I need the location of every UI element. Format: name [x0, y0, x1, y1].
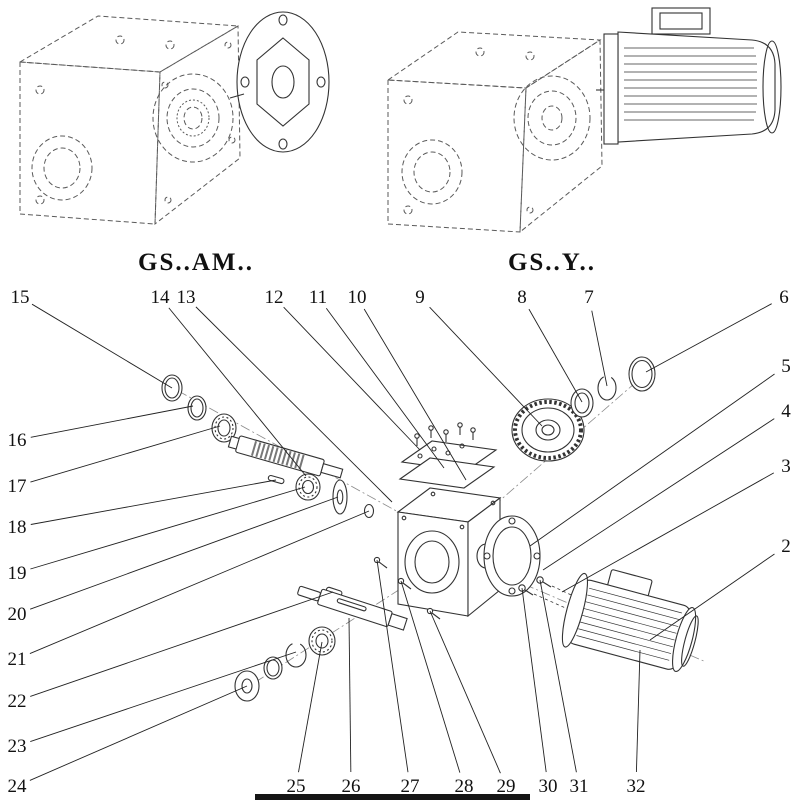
- part-number-8: 8: [517, 287, 527, 308]
- callout-line-3: [561, 472, 775, 593]
- part-number-10: 10: [348, 287, 367, 308]
- gs-am-flange-drawing: [229, 11, 330, 153]
- callout-line-27: [376, 559, 409, 773]
- motor-drawing: [561, 569, 699, 672]
- callout-line-23: [30, 651, 297, 742]
- callout-line-9: [429, 306, 543, 427]
- callout-line-30: [521, 587, 547, 773]
- callout-line-12: [283, 306, 421, 451]
- part-number-13: 13: [177, 287, 196, 308]
- model-label-gs-am: GS..AM..: [138, 249, 254, 276]
- input-bearing: [211, 413, 237, 443]
- callout-line-20: [29, 496, 339, 610]
- part-number-20: 20: [8, 604, 27, 625]
- thrust-disc: [332, 479, 348, 515]
- part-number-11: 11: [309, 287, 327, 308]
- part-number-5: 5: [781, 356, 791, 377]
- gs-y-motor-drawing: [596, 7, 782, 145]
- callout-line-2: [649, 553, 775, 641]
- part-number-3: 3: [781, 456, 791, 477]
- part-number-32: 32: [627, 776, 646, 797]
- cover-gasket: [398, 457, 496, 489]
- gear-wheel: [511, 398, 585, 462]
- cover-screws: [414, 422, 476, 446]
- callout-line-25: [298, 641, 323, 773]
- output-snap-ring: [285, 642, 307, 668]
- gs-y-housing-drawing: [386, 31, 603, 234]
- callout-line-6: [645, 303, 772, 373]
- input-seal-rings: [161, 374, 207, 421]
- part-number-29: 29: [497, 776, 516, 797]
- part-number-15: 15: [11, 287, 30, 308]
- part-number-25: 25: [287, 776, 306, 797]
- gear-washer: [570, 388, 594, 418]
- callout-line-17: [30, 425, 221, 483]
- callout-line-16: [30, 405, 194, 438]
- snap-ring: [597, 375, 617, 401]
- callout-line-22: [30, 591, 334, 697]
- callout-line-21: [29, 510, 370, 654]
- callout-line-31: [539, 579, 577, 773]
- callout-line-19: [30, 486, 306, 570]
- callout-line-32: [635, 649, 641, 773]
- callout-line-26: [348, 617, 352, 773]
- callout-line-7: [591, 310, 608, 387]
- part-number-18: 18: [8, 517, 27, 538]
- part-number-19: 19: [8, 563, 27, 584]
- callout-line-10: [363, 308, 467, 481]
- part-number-12: 12: [265, 287, 284, 308]
- part-number-31: 31: [570, 776, 589, 797]
- callout-line-28: [400, 580, 461, 773]
- input-key-pin: [267, 474, 285, 485]
- callout-line-18: [30, 479, 277, 525]
- part-number-14: 14: [151, 287, 171, 308]
- part-number-22: 22: [8, 691, 27, 712]
- output-flange-ring: [483, 515, 541, 597]
- part-number-21: 21: [8, 649, 27, 670]
- callout-line-5: [529, 373, 775, 547]
- callout-line-14: [168, 307, 307, 477]
- part-number-27: 27: [401, 776, 420, 797]
- worm-shaft: [227, 435, 344, 479]
- part-number-26: 26: [342, 776, 361, 797]
- part-number-4: 4: [781, 401, 791, 422]
- output-seal-ring: [263, 656, 283, 680]
- part-number-24: 24: [8, 776, 28, 797]
- output-bearing: [308, 626, 336, 656]
- callout-line-4: [542, 418, 775, 571]
- mid-bearing: [295, 473, 321, 501]
- model-label-gs-y: GS..Y..: [508, 249, 596, 276]
- callout-line-8: [528, 308, 583, 403]
- part-number-30: 30: [539, 776, 558, 797]
- part-number-17: 17: [8, 476, 27, 497]
- callout-line-13: [195, 306, 393, 503]
- part-number-7: 7: [584, 287, 594, 308]
- end-ring: [628, 356, 656, 392]
- callout-line-24: [29, 685, 248, 781]
- callout-line-11: [325, 308, 445, 469]
- bottom-edge-mark: [255, 794, 530, 800]
- part-number-6: 6: [779, 287, 789, 308]
- output-shaft: [297, 585, 408, 631]
- gs-am-housing-drawing: [18, 15, 241, 226]
- callout-line-29: [429, 610, 501, 774]
- part-number-28: 28: [455, 776, 474, 797]
- part-number-2: 2: [781, 536, 791, 557]
- part-number-9: 9: [415, 287, 425, 308]
- callout-line-15: [31, 303, 173, 389]
- part-number-16: 16: [8, 430, 27, 451]
- part-number-23: 23: [8, 736, 27, 757]
